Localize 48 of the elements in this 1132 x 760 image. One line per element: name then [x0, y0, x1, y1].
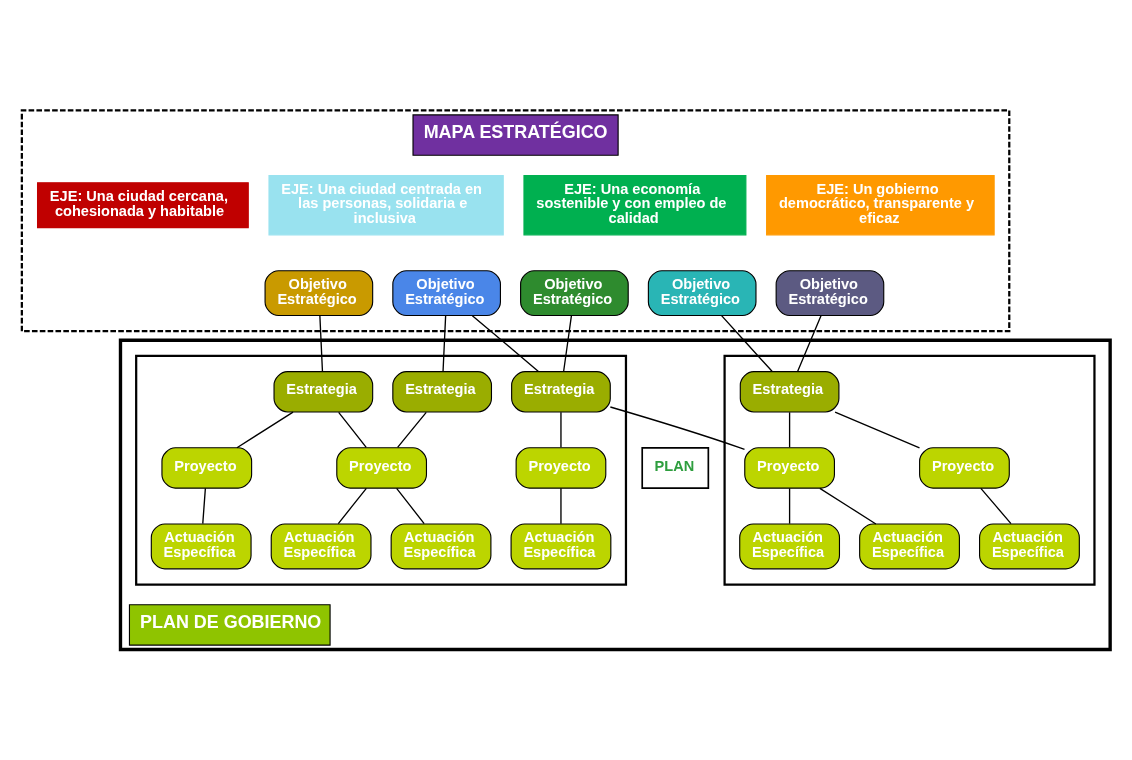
node-box: Proyecto	[336, 447, 427, 489]
connector	[236, 411, 294, 449]
node-box: Actuación Específica	[510, 523, 612, 570]
connector	[788, 411, 791, 448]
node-box: Actuación Específica	[739, 523, 841, 570]
connector	[980, 487, 1012, 525]
cluster	[135, 354, 628, 586]
node-box: Objetivo Estratégico	[392, 270, 501, 317]
connector	[471, 315, 540, 373]
node-box: Objetivo Estratégico	[647, 270, 757, 317]
connector	[202, 487, 207, 525]
node-box: Estrategia	[392, 371, 493, 413]
connector	[834, 411, 921, 449]
node-box: Objetivo Estratégico	[264, 270, 374, 317]
node-box: Estrategia	[511, 371, 611, 413]
connector	[560, 411, 562, 448]
node-box: Actuación Específica	[270, 523, 372, 570]
node-box: Proyecto	[161, 447, 253, 489]
node-box: EJE: Una ciudad centrada en las personas, solidaria e inclusiva	[268, 174, 504, 236]
connector	[319, 315, 324, 372]
connector	[797, 315, 822, 372]
node-box: EJE: Una economía sostenible y con empleo de calidad	[523, 174, 747, 236]
node-box: EJE: Una ciudad cercana, cohesionada y habitable	[37, 182, 249, 229]
node-box: Objetivo Estratégico	[520, 270, 629, 317]
connector	[609, 406, 746, 450]
connector	[788, 487, 791, 525]
connector	[560, 487, 562, 525]
node-box: Objetivo Estratégico	[775, 270, 885, 317]
connector	[442, 315, 447, 372]
node-box: Actuación Específica	[150, 523, 252, 570]
node-box: Estrategia	[739, 371, 840, 413]
connector	[396, 411, 427, 448]
connector	[337, 487, 368, 525]
node-box: PLAN	[641, 446, 710, 489]
connector	[563, 315, 573, 372]
connector	[720, 315, 773, 372]
cluster	[723, 354, 1096, 586]
node-box: Proyecto	[515, 447, 607, 489]
node-box: Proyecto	[919, 447, 1010, 489]
node-box: Actuación Específica	[390, 523, 492, 570]
node-box: Actuación Específica	[859, 523, 960, 570]
connector	[819, 487, 877, 525]
connector	[395, 487, 425, 525]
node-box: EJE: Un gobierno democrático, transparente y eficaz	[766, 174, 995, 236]
connector	[338, 411, 367, 448]
node-box: Estrategia	[273, 371, 374, 413]
node-box: Actuación Específica	[979, 523, 1080, 570]
node-box: Proyecto	[744, 447, 835, 489]
